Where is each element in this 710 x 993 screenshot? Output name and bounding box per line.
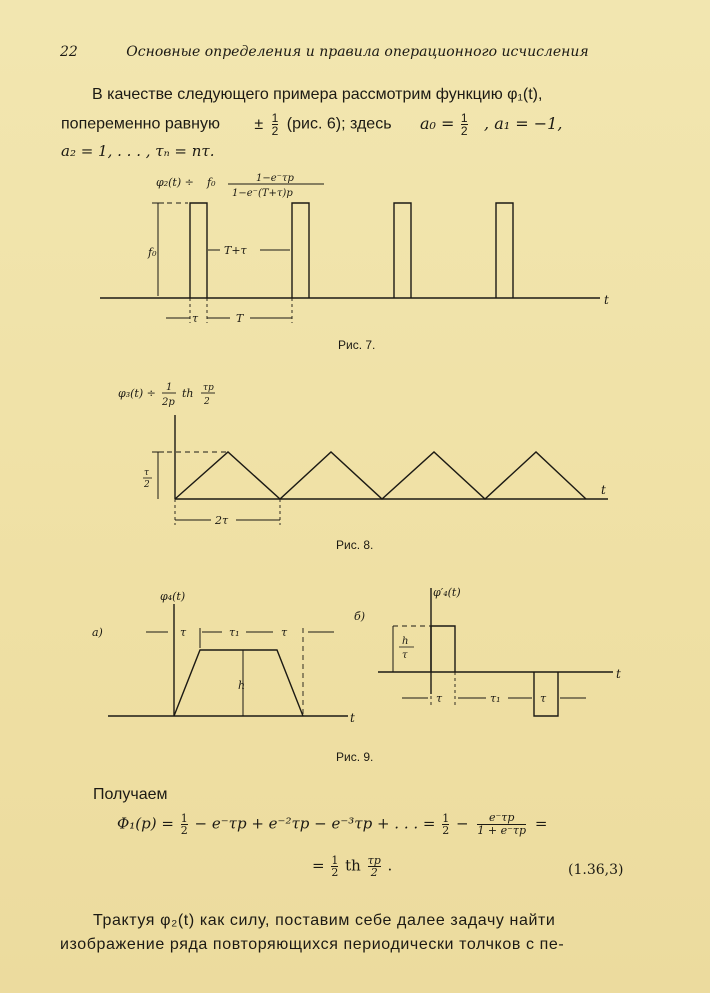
eq2-equals: = xyxy=(312,856,325,875)
intro-line-3: a₂ = 1, . . . , τₙ = nτ. xyxy=(61,142,215,160)
fig7-num: 1−e⁻τp xyxy=(256,173,294,184)
eq2-th: th xyxy=(345,856,361,875)
fig9-b-hden: τ xyxy=(402,650,408,661)
page-number: 22 xyxy=(60,44,78,60)
eq-series: − e⁻τp + e⁻²τp − e⁻³τp + . . . = xyxy=(194,814,436,833)
fig7-pulse xyxy=(393,202,412,298)
fig8-t-label: t xyxy=(601,483,606,497)
fig7-caption: Рис. 7. xyxy=(338,338,376,352)
fig7-t-label: t xyxy=(604,293,609,307)
fig8-caption: Рис. 8. xyxy=(336,538,374,552)
fig8-triangle-wave xyxy=(174,451,587,500)
fig9-caption: Рис. 9. xyxy=(336,750,374,764)
fig8-frac-den: 2p xyxy=(161,397,175,408)
fig9-a-t-label: t xyxy=(350,711,355,725)
figure-9: a) φ₄(t) t τ τ₁ τ h б) φ′₄(t) t h τ xyxy=(92,586,621,725)
fig9-a-tau: τ xyxy=(180,626,187,639)
figure-7: φ₂(t) ÷ f₀ 1−e⁻τp 1−e⁻(T+τ)p t f₀ T+τ τ … xyxy=(100,173,609,325)
fig9-a-tau1: τ₁ xyxy=(229,626,240,639)
intro-text: попеременно равную xyxy=(61,115,220,133)
fig7-f0: f₀ xyxy=(206,176,216,189)
fig9-a-func: φ₄(t) xyxy=(160,590,185,603)
fig8-ylab-num: τ xyxy=(144,468,150,478)
a1-eq: , a₁ = −1, xyxy=(484,113,563,133)
fig9-b-tau1: τ₁ xyxy=(490,692,501,705)
fig9-a-h: h xyxy=(238,679,245,692)
fig9-a-tau: τ xyxy=(281,626,288,639)
fig8-period-label: 2τ xyxy=(214,514,229,527)
fig9-a-label: a) xyxy=(92,626,103,639)
poluchaem-text: Получаем xyxy=(93,786,168,803)
running-header: 22 Основные определения и правила операц… xyxy=(60,44,589,60)
fig9-b-pos-pulse xyxy=(430,625,456,672)
eq-equals: = xyxy=(534,814,548,833)
fig7-pulse xyxy=(291,202,310,298)
fig7-tau-label: τ xyxy=(192,312,199,325)
fig7-pulse xyxy=(189,202,208,298)
equation-number: (1.36,3) xyxy=(568,862,624,878)
fig7-pulse xyxy=(495,202,514,298)
fig8-lhs: φ₃(t) ÷ xyxy=(118,387,156,400)
fig9-b-tau: τ xyxy=(540,692,547,705)
final-line-1: Трактуя φ₂(t) как силу, поставим себе да… xyxy=(93,912,556,929)
eq-minus: − xyxy=(456,814,469,833)
fig7-lhs: φ₂(t) ÷ xyxy=(156,176,194,189)
intro-line-1: В качестве следующего примера рассмотрим… xyxy=(92,86,543,103)
fig9-b-hnum: h xyxy=(402,636,408,647)
intro-text: (рис. 6); здесь xyxy=(286,115,392,133)
fig7-Ttau-label: T+τ xyxy=(224,244,248,257)
fig7-f0-axis-label: f₀ xyxy=(147,246,157,259)
fig8-arg-num: τp xyxy=(203,383,214,393)
fig8-th: th xyxy=(182,387,194,400)
a0-eq: a₀ = xyxy=(419,113,455,133)
fig9-a-trapezoid xyxy=(173,649,304,717)
fig7-den: 1−e⁻(T+τ)p xyxy=(232,188,293,199)
running-title: Основные определения и правила операцион… xyxy=(126,44,589,60)
final-line-2: изображение ряда повторяющихся периодиче… xyxy=(60,936,565,953)
fig8-ylab-den: 2 xyxy=(143,480,150,490)
fig9-b-t-label: t xyxy=(616,667,621,681)
fig8-arg-den: 2 xyxy=(203,397,210,407)
eq-lhs: Φ₁(p) = xyxy=(117,814,174,833)
fig8-frac-num: 1 xyxy=(166,382,172,393)
fig9-b-label: б) xyxy=(354,610,365,623)
fig9-b-tau: τ xyxy=(436,692,443,705)
fig7-T-label: T xyxy=(236,312,245,325)
fig9-b-neg-pulse xyxy=(533,672,559,717)
fig9-b-func: φ′₄(t) xyxy=(433,586,461,599)
figure-8: φ₃(t) ÷ 1 2p th τp 2 t τ 2 2τ xyxy=(118,382,608,527)
pm-sign: ± xyxy=(254,115,264,133)
